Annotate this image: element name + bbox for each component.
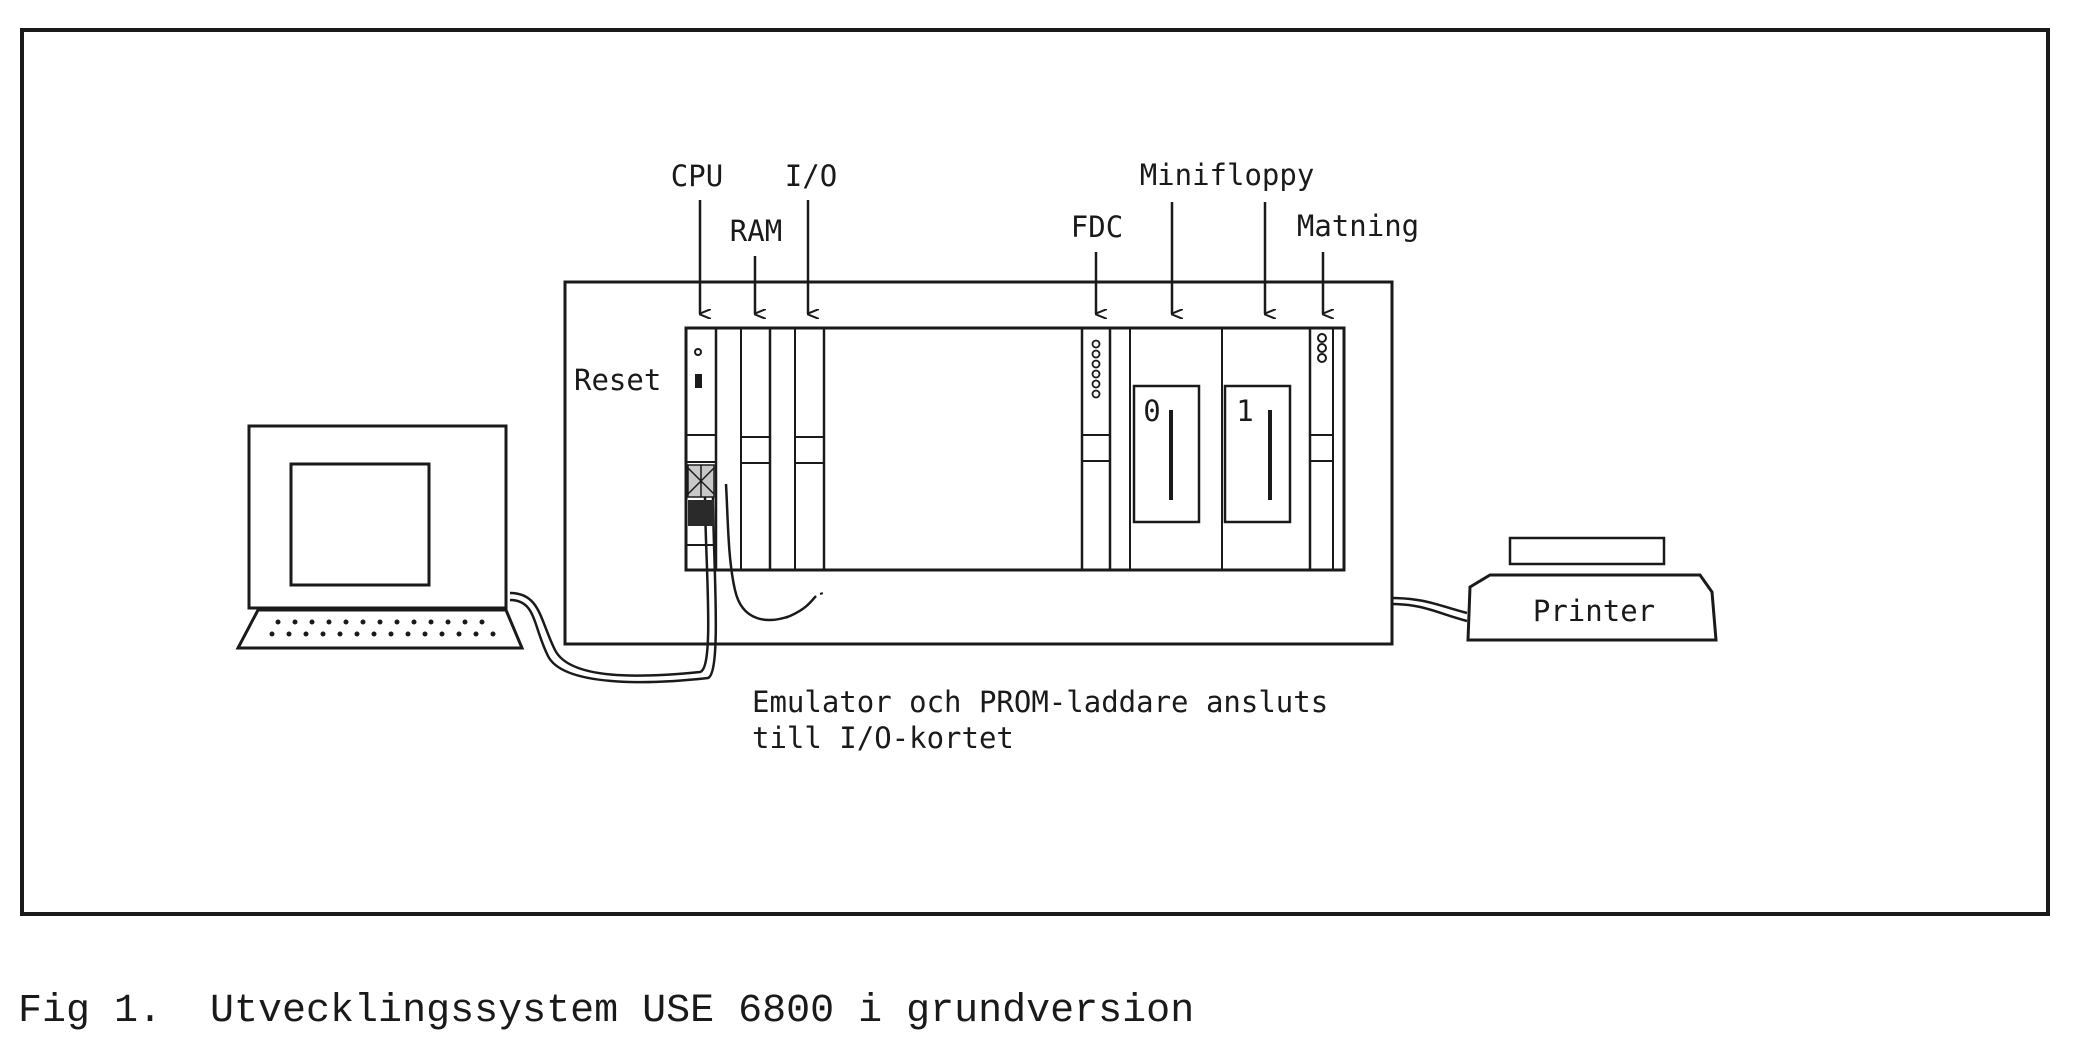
power-supply-card bbox=[1310, 328, 1334, 570]
printer bbox=[1466, 536, 1718, 642]
label-minifloppy: Minifloppy bbox=[1140, 158, 1315, 192]
power-leds-icon bbox=[1317, 333, 1327, 363]
figure-caption: Fig 1. Utvecklingssystem USE 6800 i grun… bbox=[18, 989, 1194, 1034]
label-matning: Matning bbox=[1297, 209, 1419, 243]
terminal bbox=[235, 424, 525, 650]
led-icon bbox=[695, 374, 702, 388]
card-cage bbox=[684, 326, 1346, 572]
printer-body bbox=[1466, 573, 1718, 642]
label-printer: Printer bbox=[1533, 594, 1655, 628]
fdc-card bbox=[1080, 328, 1131, 570]
emulator-cable-end bbox=[785, 591, 827, 619]
label-drive-0: 0 bbox=[1143, 394, 1160, 428]
fdc-leds-icon bbox=[1091, 339, 1101, 399]
label-fdc: FDC bbox=[1071, 210, 1123, 244]
floppy-drive-1 bbox=[1223, 328, 1312, 570]
note-line-1: Emulator och PROM-laddare ansluts bbox=[752, 685, 1328, 719]
label-cpu: CPU bbox=[671, 159, 723, 193]
label-io: I/O bbox=[785, 159, 837, 193]
label-drive-1: 1 bbox=[1236, 394, 1253, 428]
terminal-monitor bbox=[247, 424, 508, 610]
note-line-2: till I/O-kortet bbox=[752, 721, 1014, 755]
cpu-card bbox=[686, 328, 718, 570]
system-rack bbox=[563, 280, 1394, 646]
label-ram: RAM bbox=[730, 214, 782, 248]
cpu-socket bbox=[688, 500, 714, 526]
printer-paper-tray bbox=[1508, 536, 1666, 566]
io-card bbox=[794, 328, 826, 570]
ram-card bbox=[740, 328, 772, 570]
printer-cable bbox=[1391, 596, 1468, 615]
reset-button-icon bbox=[694, 348, 702, 356]
terminal-cable-outline bbox=[509, 494, 718, 684]
emulator-cable bbox=[724, 483, 817, 622]
label-reset: Reset bbox=[574, 363, 661, 397]
terminal-screen bbox=[289, 462, 431, 587]
printer-cable-outline bbox=[1391, 602, 1468, 623]
figure-frame bbox=[20, 28, 2050, 916]
label-arrows bbox=[698, 200, 1323, 314]
floppy-drive-0 bbox=[1132, 328, 1223, 570]
terminal-cable bbox=[509, 494, 710, 677]
keyboard-keys bbox=[269, 619, 496, 637]
terminal-keyboard bbox=[235, 608, 525, 650]
